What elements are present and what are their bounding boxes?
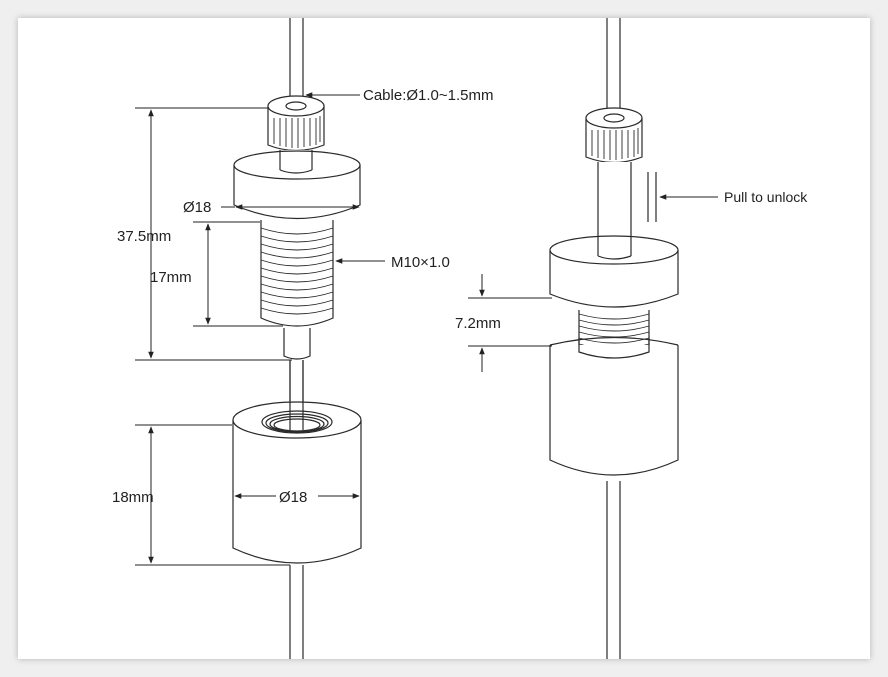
cable-label: Cable:Ø1.0~1.5mm	[363, 87, 493, 104]
lower-height-dimension	[135, 424, 290, 566]
gap-label: 7.2mm	[455, 315, 501, 332]
left-assembly	[232, 18, 362, 659]
pull-to-unlock-label: Pull to unlock	[724, 189, 808, 205]
left-threaded-body	[260, 220, 334, 327]
dimension-lines	[135, 92, 718, 566]
overall-height-label: 37.5mm	[117, 228, 171, 245]
right-cable-bottom	[606, 481, 621, 659]
lower-diameter-label: Ø18	[279, 489, 307, 506]
cap-diameter-label: Ø18	[183, 199, 211, 216]
left-cable-top	[289, 18, 304, 106]
thread-length-dimension	[193, 221, 283, 327]
right-cable-top	[606, 18, 621, 110]
gap-dimension	[468, 274, 552, 372]
thread-length-label: 17mm	[150, 269, 192, 286]
overall-height-dimension	[135, 107, 292, 361]
left-lower-sleeve	[232, 360, 362, 564]
right-knurled-nut	[585, 107, 643, 164]
left-stem	[283, 328, 311, 360]
right-cap-disc	[549, 235, 679, 308]
thread-spec-label: M10×1.0	[391, 254, 450, 271]
right-lower-sleeve	[549, 336, 679, 476]
right-assembly	[549, 18, 679, 659]
left-cable-bottom	[289, 565, 304, 659]
lower-height-label: 18mm	[112, 489, 154, 506]
left-cap-disc	[233, 150, 361, 220]
pull-direction-lines	[647, 172, 657, 222]
drawing-frame	[18, 18, 870, 659]
labels: Cable:Ø1.0~1.5mm 37.5mm Ø18 17mm M10×1.0…	[112, 87, 808, 506]
